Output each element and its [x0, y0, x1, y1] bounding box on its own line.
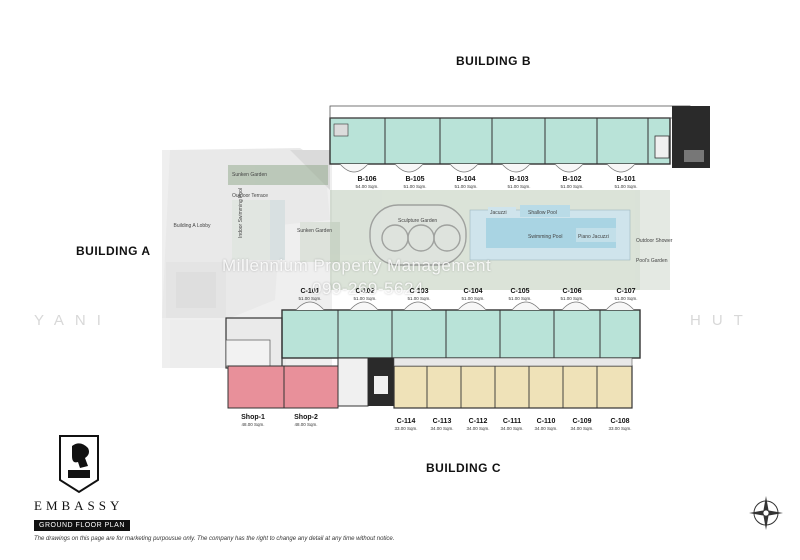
unit-name: B-103	[509, 176, 529, 183]
building-b-label: BUILDING B	[456, 54, 531, 68]
core-block	[337, 357, 394, 407]
unit-name: C-111	[502, 418, 522, 425]
watermark-phone: 099-269-5624	[312, 279, 424, 298]
area-lobby: Building A Lobby	[173, 223, 211, 229]
unit-name: C-101	[300, 288, 320, 295]
unit-name: C-113	[432, 418, 452, 425]
building-c-lower-block	[393, 357, 633, 409]
unit-size: 51.00 Sqm.	[403, 184, 427, 189]
disclaimer-text: The drawings on this page are for market…	[34, 536, 395, 542]
unit-name: C-114	[396, 418, 416, 425]
unit-size: 51.00 Sqm.	[560, 296, 584, 301]
unit-size: 51.00 Sqm.	[461, 296, 485, 301]
unit-name: B-101	[616, 176, 636, 183]
unit-size: 48.00 Sqm.	[294, 422, 318, 427]
unit-size: 34.00 Sqm.	[430, 426, 454, 431]
sculpture-garden	[369, 204, 467, 266]
area-jacuzzi: Jacuzzi	[490, 210, 507, 216]
unit-size: 34.00 Sqm.	[466, 426, 490, 431]
unit-size: 33.00 Sqm.	[394, 426, 418, 431]
unit-name: Shop-1	[241, 414, 265, 421]
unit-size: 34.00 Sqm.	[500, 426, 524, 431]
unit-name: C-105	[510, 288, 530, 295]
faint-text-left: YANI	[34, 312, 112, 329]
unit-size: 51.00 Sqm.	[407, 296, 431, 301]
unit-name: B-102	[562, 176, 582, 183]
watermark-company: Millennium Property Management	[222, 256, 492, 275]
area-sculpture-garden: Sculpture Garden	[398, 218, 438, 224]
unit-size: 54.00 Sqm.	[355, 184, 379, 189]
plan-tag: GROUND FLOOR PLAN	[34, 520, 130, 531]
area-piano-jacuzzi: Piano Jacuzzi	[578, 234, 609, 240]
unit-size: 51.00 Sqm.	[614, 296, 638, 301]
unit-name: C-110	[536, 418, 556, 425]
brand-name: EMBASSY	[34, 498, 124, 513]
unit-name: Shop-2	[294, 414, 318, 421]
pool-area	[469, 205, 631, 261]
unit-name: C-108	[610, 418, 630, 425]
unit-name: C-106	[562, 288, 582, 295]
unit-name: C-103	[409, 288, 429, 295]
unit-size: 51.00 Sqm.	[507, 184, 531, 189]
area-shallow-pool: Shallow Pool	[528, 210, 557, 216]
unit-size: 34.00 Sqm.	[534, 426, 558, 431]
unit-name: C-112	[468, 418, 488, 425]
building-c-upper-block	[281, 301, 641, 359]
area-outdoor-terrace: Outdoor Terrace	[232, 193, 269, 199]
faint-text-right: HUT	[690, 312, 754, 329]
building-a-label: BUILDING A	[76, 244, 151, 258]
unit-name: B-104	[456, 176, 476, 183]
unit-size: 51.00 Sqm.	[560, 184, 584, 189]
area-outdoor-shower: Outdoor Shower	[636, 238, 673, 244]
unit-name: B-106	[357, 176, 377, 183]
unit-name: B-105	[405, 176, 425, 183]
unit-size: 48.00 Sqm.	[241, 422, 265, 427]
area-indoor-pool: Indoor Swimming Pool	[238, 187, 244, 238]
unit-name: C-104	[463, 288, 483, 295]
unit-name: C-109	[572, 418, 592, 425]
unit-size: 34.00 Sqm.	[570, 426, 594, 431]
unit-size: 51.00 Sqm.	[298, 296, 322, 301]
area-sunken-garden-1: Sunken Garden	[232, 172, 268, 178]
embassy-logo-icon	[59, 435, 99, 494]
unit-size: 51.00 Sqm.	[508, 296, 532, 301]
unit-size: 51.00 Sqm.	[614, 184, 638, 189]
compass-icon	[749, 496, 783, 530]
area-sunken-garden-2: Sunken Garden	[297, 228, 333, 234]
unit-name: C-102	[355, 288, 375, 295]
unit-name: C-107	[616, 288, 636, 295]
area-swimming-pool: Swimming Pool	[528, 234, 563, 240]
shops-block	[227, 365, 339, 409]
unit-size: 33.00 Sqm.	[608, 426, 632, 431]
unit-size: 51.00 Sqm.	[454, 184, 478, 189]
building-b-block	[329, 105, 710, 173]
unit-size: 51.00 Sqm.	[353, 296, 377, 301]
area-pools-garden: Pool's Garden	[636, 258, 668, 264]
building-c-label: BUILDING C	[426, 461, 501, 475]
